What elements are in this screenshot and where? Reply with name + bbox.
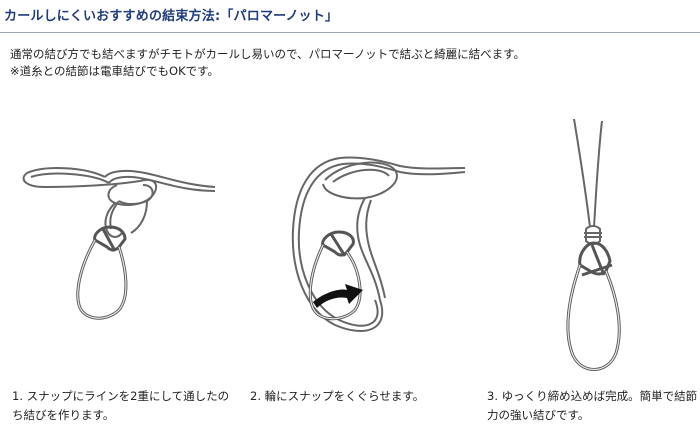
intro-line-1: 通常の結び方でも結べますがチモトがカールし易いので、パロマーノットで結ぶと綺麗に… [10,47,525,61]
step3-illustration [566,118,621,371]
page-title: カールしにくいおすすめの結束方法:「パロマーノット」 [4,9,339,24]
step-3-line-1: 3. ゆっくり締め込めば完成。簡単で結節 [487,389,698,403]
step1-illustration [22,167,216,320]
step-1-line-2: ち結びを作ります。 [12,408,115,422]
title-divider [0,32,700,33]
step-3-line-2: 力の強い結びです。 [487,408,590,422]
step2-illustration [291,156,466,332]
step-3-caption: 3. ゆっくり締め込めば完成。簡単で結節 力の強い結びです。 [487,387,697,425]
step-1-caption: 1. スナップにラインを2重にして通したの ち結びを作ります。 [12,387,229,425]
step-2-caption: 2. 輪にスナップをくぐらせます。 [250,387,424,406]
curved-arrow-icon [313,284,363,308]
step-2-line-1: 2. 輪にスナップをくぐらせます。 [250,389,425,403]
intro-line-2: ※道糸との結節は電車結びでもOKです。 [10,64,219,78]
step-1-line-1: 1. スナップにラインを2重にして通したの [12,389,230,403]
intro-text: 通常の結び方でも結べますがチモトがカールし易いので、パロマーノットで結ぶと綺麗に… [10,46,525,80]
